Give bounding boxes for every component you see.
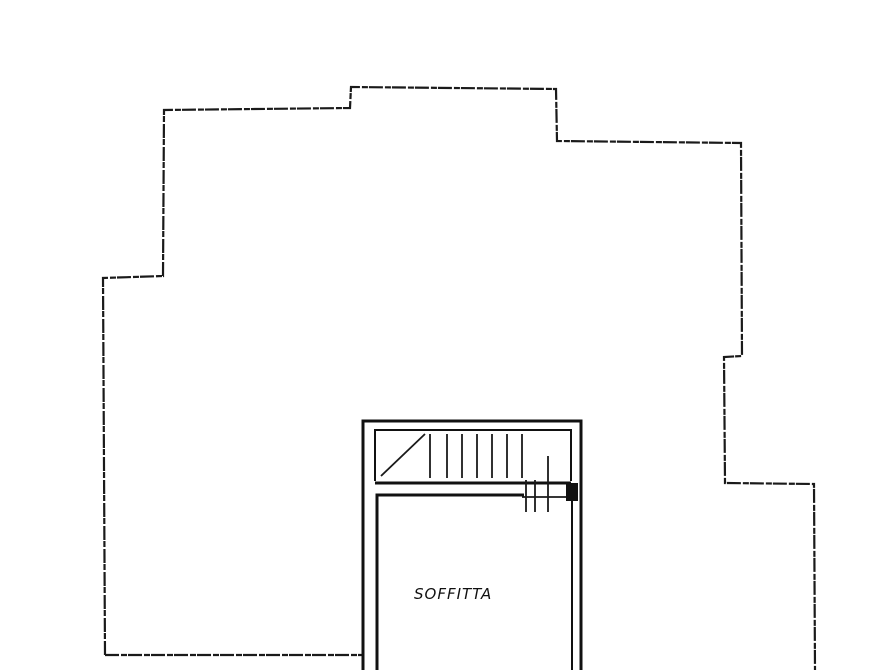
attic-outer-wall (361, 419, 583, 670)
room-label-soffitta: SOFFITTA (414, 585, 492, 603)
stair-inner-wall (374, 429, 572, 481)
door-opening (522, 456, 578, 512)
staircase (380, 433, 523, 478)
roof-outline (101, 85, 817, 670)
attic-room-wall (375, 493, 524, 670)
